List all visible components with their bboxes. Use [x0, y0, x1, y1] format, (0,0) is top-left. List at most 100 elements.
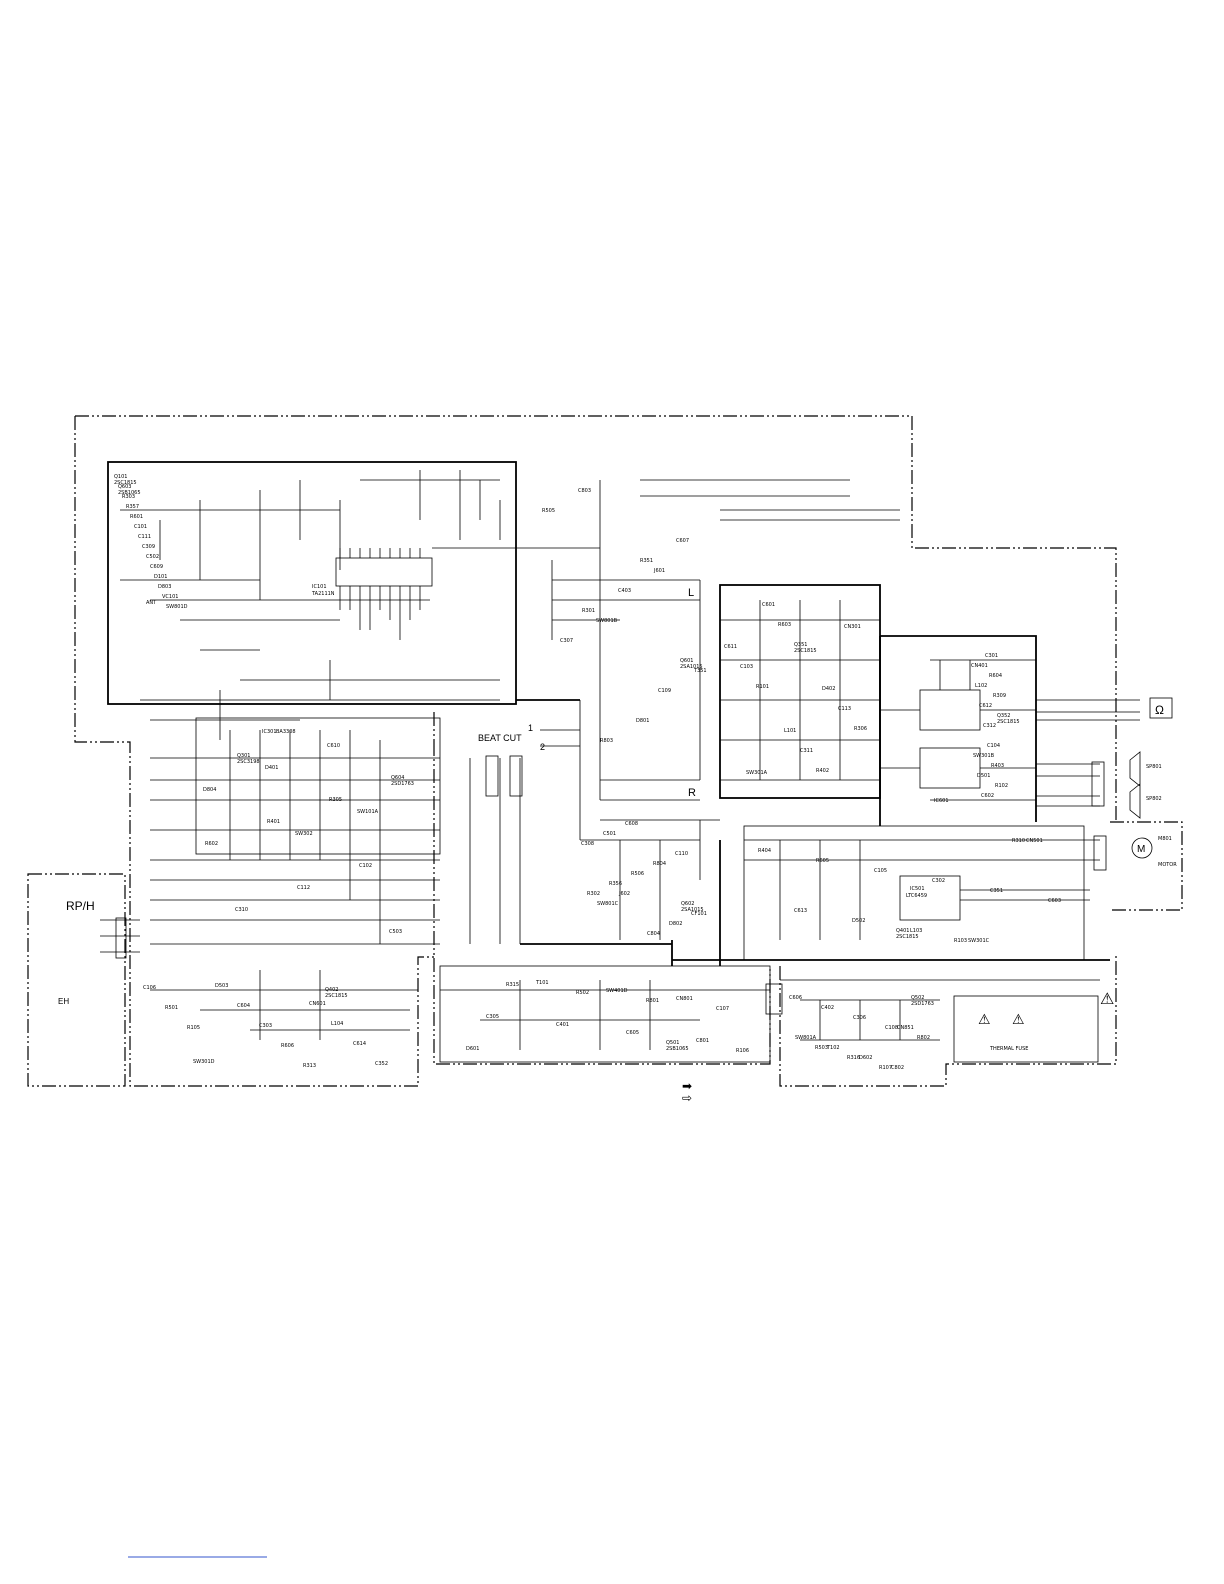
transistor-label: Q401	[896, 928, 909, 934]
capacitor-label: C612	[979, 703, 992, 709]
resistor-label: R313	[303, 1063, 316, 1069]
resistor-label: R801	[646, 998, 659, 1004]
connector-label: CN601	[309, 1001, 326, 1007]
diode-label: D502	[852, 918, 865, 924]
resistor-label: R357	[126, 504, 139, 510]
switche-label: SW801C	[597, 901, 619, 907]
capacitor-label: C608	[625, 821, 638, 827]
beat-cut-label: BEAT CUT	[478, 733, 522, 743]
capacitor-label: C503	[389, 929, 402, 935]
transistor-part-label: 2SD1763	[911, 1001, 934, 1007]
resistor-label: R505	[542, 508, 555, 514]
capacitor-label: C402	[821, 1005, 834, 1011]
transistor-label: Q351	[794, 642, 807, 648]
diode-label: D601	[466, 1046, 479, 1052]
capacitor-label: C310	[235, 907, 248, 913]
legend-outline-arrow: ⇨	[682, 1091, 692, 1105]
transistor-label: Q352	[997, 713, 1010, 719]
resistor-label: R303	[122, 494, 135, 500]
resistor-label: R103	[954, 938, 967, 944]
resistor-label: R106	[736, 1048, 749, 1054]
capacitor-label: C308	[581, 841, 594, 847]
transistor-label: Q101	[114, 474, 127, 480]
capacitor-label: C107	[716, 1006, 729, 1012]
resistor-label: R605	[816, 858, 829, 864]
warning-icon: ⚠	[1100, 991, 1114, 1008]
capacitor-label: C605	[626, 1030, 639, 1036]
resistor-label: R402	[816, 768, 829, 774]
channel-left-label: L	[688, 587, 694, 599]
resistor-label: R604	[989, 673, 1002, 679]
ant-label: ANT	[146, 600, 157, 606]
capacitor-label: C112	[297, 885, 310, 891]
jack-label: J602	[618, 891, 630, 897]
capacitor-label: C312	[983, 723, 996, 729]
speaker-label: SP802	[1146, 796, 1162, 802]
diode-label: D501	[977, 773, 990, 779]
capacitor-label: C606	[789, 995, 802, 1001]
connector-label: CN851	[897, 1025, 914, 1031]
capacitor-label: C102	[359, 863, 372, 869]
ic301-label: IC301	[262, 729, 277, 735]
capacitor-label: C108	[885, 1025, 898, 1031]
capacitor-label: C611	[724, 644, 737, 650]
rp-head-label: RP/H	[66, 899, 95, 913]
transistor-part-label: 2SC3198	[237, 759, 260, 765]
capacitor-label: C601	[762, 602, 775, 608]
ic301-part: BA3308	[276, 729, 296, 735]
diode-label: D401	[265, 765, 278, 771]
motor-desc: MOTOR	[1158, 862, 1177, 868]
connector-label: CN301	[844, 624, 861, 630]
transistor-part-label: 2SD1763	[391, 781, 414, 787]
resistor-label: R601	[130, 514, 143, 520]
switche-label: SW301D	[193, 1059, 215, 1065]
switche-label: SW301C	[968, 938, 990, 944]
connector-label: CN801	[676, 996, 693, 1002]
jack-label: J601	[653, 568, 665, 574]
motor-label: M801	[1158, 836, 1172, 842]
transistor-part-label: 2SC1815	[997, 719, 1020, 725]
resistor-label: R404	[758, 848, 771, 854]
switche-label: SW401D	[606, 988, 628, 994]
motor-symbol: M	[1137, 844, 1145, 855]
ic501-label: IC501	[910, 886, 925, 892]
coil-label: L104	[331, 1021, 343, 1027]
resistor-label: R105	[187, 1025, 200, 1031]
capacitor-label: C803	[578, 488, 591, 494]
capacitor-label: C607	[676, 538, 689, 544]
capacitor-label: C302	[932, 878, 945, 884]
resistor-label: R501	[165, 1005, 178, 1011]
capacitor-label: C109	[658, 688, 671, 694]
transistor-part-label: 2SB1065	[118, 490, 141, 496]
transistor-label: Q603	[118, 484, 131, 490]
coil-label: T102	[826, 1045, 840, 1051]
speaker-label: SP801	[1146, 764, 1162, 770]
headphone-symbol: Ω	[1155, 703, 1164, 717]
resistor-label: R356	[609, 881, 622, 887]
resistor-label: R102	[995, 783, 1008, 789]
resistor-label: R804	[653, 861, 666, 867]
coil-label: VC101	[162, 594, 178, 600]
switche-label: SW301A	[746, 770, 768, 776]
capacitor-label: C303	[259, 1023, 272, 1029]
transistor-part-label: 2SA1015	[681, 907, 704, 913]
resistor-label: R606	[281, 1043, 294, 1049]
resistor-label: R502	[576, 990, 589, 996]
capacitor-label: C351	[990, 888, 1003, 894]
capacitor-label: C305	[486, 1014, 499, 1020]
transistor-part-label: 2SA1015	[680, 664, 703, 670]
coil-label: T351	[693, 668, 707, 674]
ic501-part: LTC6459	[906, 893, 927, 899]
solid-boxes	[107, 461, 1085, 1063]
transistor-part-label: 2SC1815	[114, 480, 137, 486]
transistor-label: Q601	[680, 658, 693, 664]
switche-label: SW301B	[973, 753, 995, 759]
ic601-label: IC601	[934, 798, 949, 804]
switche-label: SW801D	[166, 604, 188, 610]
capacitor-label: C804	[647, 931, 660, 937]
thermal-fuse-label: THERMAL FUSE	[989, 1046, 1028, 1052]
capacitor-label: C101	[134, 524, 147, 530]
legend-solid-arrow: ➡	[682, 1079, 692, 1093]
resistor-label: R305	[329, 797, 342, 803]
transistor-label: Q501	[666, 1040, 679, 1046]
